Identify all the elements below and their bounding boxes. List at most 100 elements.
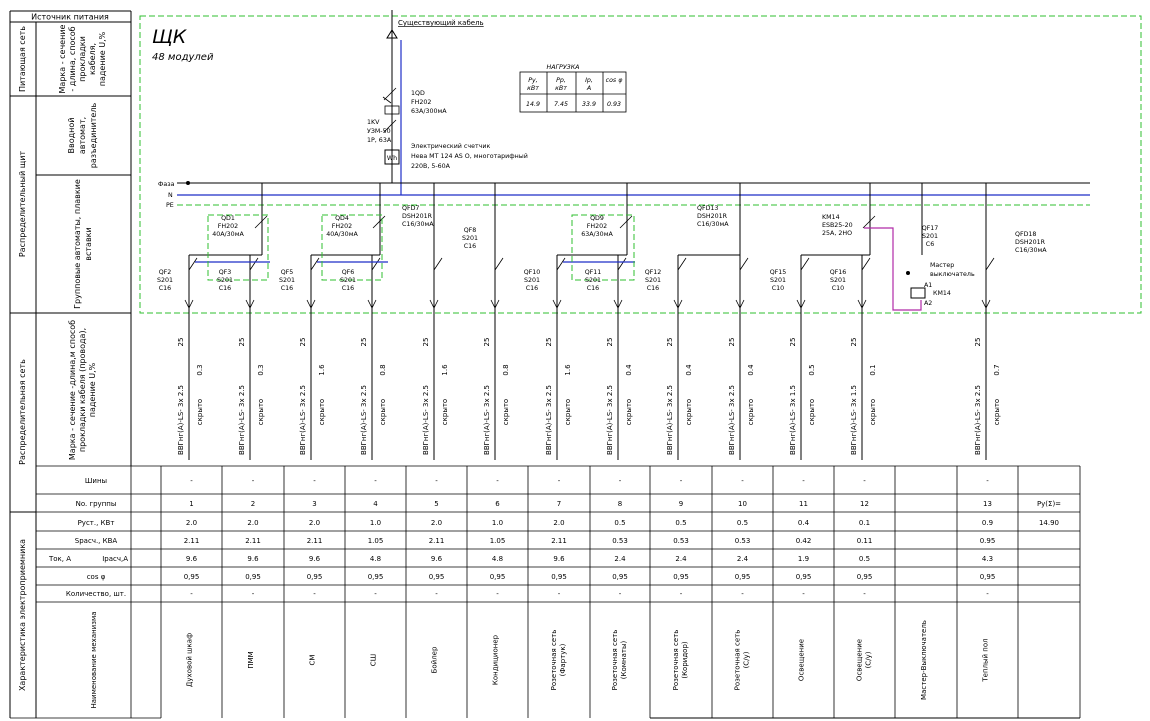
cell-group: 7 bbox=[557, 500, 561, 508]
device-name: QF15 bbox=[770, 269, 787, 276]
cell-count: - bbox=[863, 590, 866, 598]
device-rating: C16 bbox=[647, 285, 659, 292]
device-name: QF6 bbox=[342, 269, 355, 276]
cell-s: 0.95 bbox=[980, 537, 996, 545]
pe-group bbox=[571, 214, 635, 281]
cable-drop: 1.6 bbox=[318, 364, 326, 376]
cell-bus: - bbox=[435, 477, 438, 485]
device-name: QF8 bbox=[464, 227, 477, 234]
cell-bus: - bbox=[619, 477, 622, 485]
cell-s: 0.53 bbox=[673, 537, 689, 545]
cable-install: скрыто bbox=[685, 399, 693, 425]
cell-cos: 0,95 bbox=[980, 573, 996, 581]
device-name: QD4 bbox=[335, 215, 349, 222]
load-caption: НАГРУЗКА bbox=[546, 64, 579, 71]
device-rating: C16 bbox=[526, 285, 538, 292]
coil-name: КМ14 bbox=[933, 290, 951, 297]
cell-cos: 0,95 bbox=[307, 573, 323, 581]
device-rating: 40А/30мА bbox=[326, 231, 358, 238]
cable-mark: ВВГнг(А)-LS- 3х 1.5 bbox=[850, 385, 858, 455]
cell-p: 0.9 bbox=[982, 519, 993, 527]
cable-number: 25 bbox=[360, 338, 368, 347]
cable-mark: ВВГнг(А)-LS- 3х 2.5 bbox=[422, 385, 430, 455]
mechanism-name: Мастер-Выключатель bbox=[920, 620, 928, 700]
meter-line2: Нева МТ 124 AS O, многотарифный bbox=[411, 152, 528, 160]
cable-mark: ВВГнг(А)-LS- 3х 2.5 bbox=[666, 385, 674, 455]
mechanism-name: Розеточная сеть(С/у) bbox=[734, 630, 751, 691]
cell-cos: 0,95 bbox=[368, 573, 384, 581]
cable-mark: ВВГнг(А)-LS- 3х 2.5 bbox=[299, 385, 307, 455]
cable-drop: 0.1 bbox=[869, 364, 877, 375]
device-type: DSH201R bbox=[402, 213, 433, 220]
device-type: S201 bbox=[645, 277, 661, 284]
cable-number: 25 bbox=[789, 338, 797, 347]
device-rating: C16 bbox=[587, 285, 599, 292]
cell-p: 0.4 bbox=[798, 519, 810, 527]
breaker-contact bbox=[677, 257, 687, 271]
row-network-label: Распределительная сеть bbox=[18, 359, 27, 465]
cell-p: 0.1 bbox=[859, 519, 870, 527]
rcd-contact bbox=[619, 215, 633, 229]
rcd-contact bbox=[372, 215, 386, 229]
cell-bus: - bbox=[374, 477, 377, 485]
breaker-contact bbox=[494, 257, 504, 271]
breaker-contact bbox=[188, 257, 198, 271]
cell-group: 6 bbox=[495, 500, 500, 508]
device-type: S201 bbox=[340, 277, 356, 284]
cell-count: - bbox=[802, 590, 805, 598]
pe-group bbox=[321, 214, 383, 281]
cell-i: 2.4 bbox=[675, 555, 687, 563]
breaker-contact bbox=[371, 257, 381, 271]
cell-cos: 0,95 bbox=[245, 573, 261, 581]
cell-count: - bbox=[435, 590, 438, 598]
device-type: FH202 bbox=[332, 223, 352, 230]
mechanism-name-line: (С/у) bbox=[743, 651, 751, 668]
device-rating: C16 bbox=[281, 285, 293, 292]
device-type: S201 bbox=[524, 277, 540, 284]
cable-number: 25 bbox=[238, 338, 246, 347]
device-rating: 63А/30мА bbox=[581, 231, 613, 238]
mechanism-name-line: Розеточная сеть bbox=[611, 630, 619, 691]
cable-install: скрыто bbox=[379, 399, 387, 425]
master-switch-label1: Мастер bbox=[930, 262, 954, 269]
cable-drop: 1.6 bbox=[441, 364, 449, 376]
master-switch-label2: выключатель bbox=[930, 271, 975, 278]
row-panel-label: Распределительный щит bbox=[18, 151, 27, 258]
cell-s: 0.42 bbox=[796, 537, 812, 545]
cable-install: скрыто bbox=[441, 399, 449, 425]
protection-devices: QD1FH20240А/30мАQD4FH20240А/30мАQFD7DSH2… bbox=[157, 205, 1047, 292]
main-device-name: 1QD bbox=[411, 90, 425, 97]
mechanism-name: ПММ bbox=[247, 651, 255, 668]
cable-drop: 1.6 bbox=[564, 364, 572, 376]
row-input-wrap: Вводной автомат, разъединитель bbox=[67, 103, 98, 168]
input-section: Существующий кабель 1QD FH202 63А/300мА … bbox=[367, 10, 528, 195]
cell-s: 2.11 bbox=[307, 537, 323, 545]
cell-cos: 0,95 bbox=[857, 573, 873, 581]
device-name: QF3 bbox=[219, 269, 232, 276]
device-rating: C16 bbox=[159, 285, 171, 292]
device-rating: C10 bbox=[832, 285, 844, 292]
cable-drop: 0.7 bbox=[993, 364, 1001, 375]
cell-i: 4.3 bbox=[982, 555, 993, 563]
cell-i: 2.4 bbox=[614, 555, 626, 563]
breaker-contact bbox=[249, 257, 259, 271]
cell-count: - bbox=[558, 590, 561, 598]
branch-arrow bbox=[796, 299, 806, 309]
mechanism-name-line: Розеточная сеть bbox=[734, 630, 742, 691]
cell-group: 1 bbox=[189, 500, 193, 508]
label-p-inst: Руст., КВт bbox=[78, 519, 115, 527]
mechanism-name: Теплый пол bbox=[982, 638, 990, 682]
mechanism-name-line: (Комнаты) bbox=[620, 640, 628, 679]
cell-p: 1.0 bbox=[370, 519, 381, 527]
cell-p: 2.0 bbox=[431, 519, 442, 527]
device-rating: C6 bbox=[926, 241, 934, 248]
cell-bus: - bbox=[252, 477, 255, 485]
voltage-relay-name: 1KV bbox=[367, 119, 380, 126]
cell-bus: - bbox=[558, 477, 561, 485]
cell-i: 4.8 bbox=[370, 555, 381, 563]
device-name: QF12 bbox=[645, 269, 662, 276]
cable-number: 25 bbox=[177, 338, 185, 347]
cell-group: 8 bbox=[618, 500, 622, 508]
mechanism-name: Освещение(С/у) bbox=[856, 639, 873, 681]
breaker-contact bbox=[310, 257, 320, 271]
